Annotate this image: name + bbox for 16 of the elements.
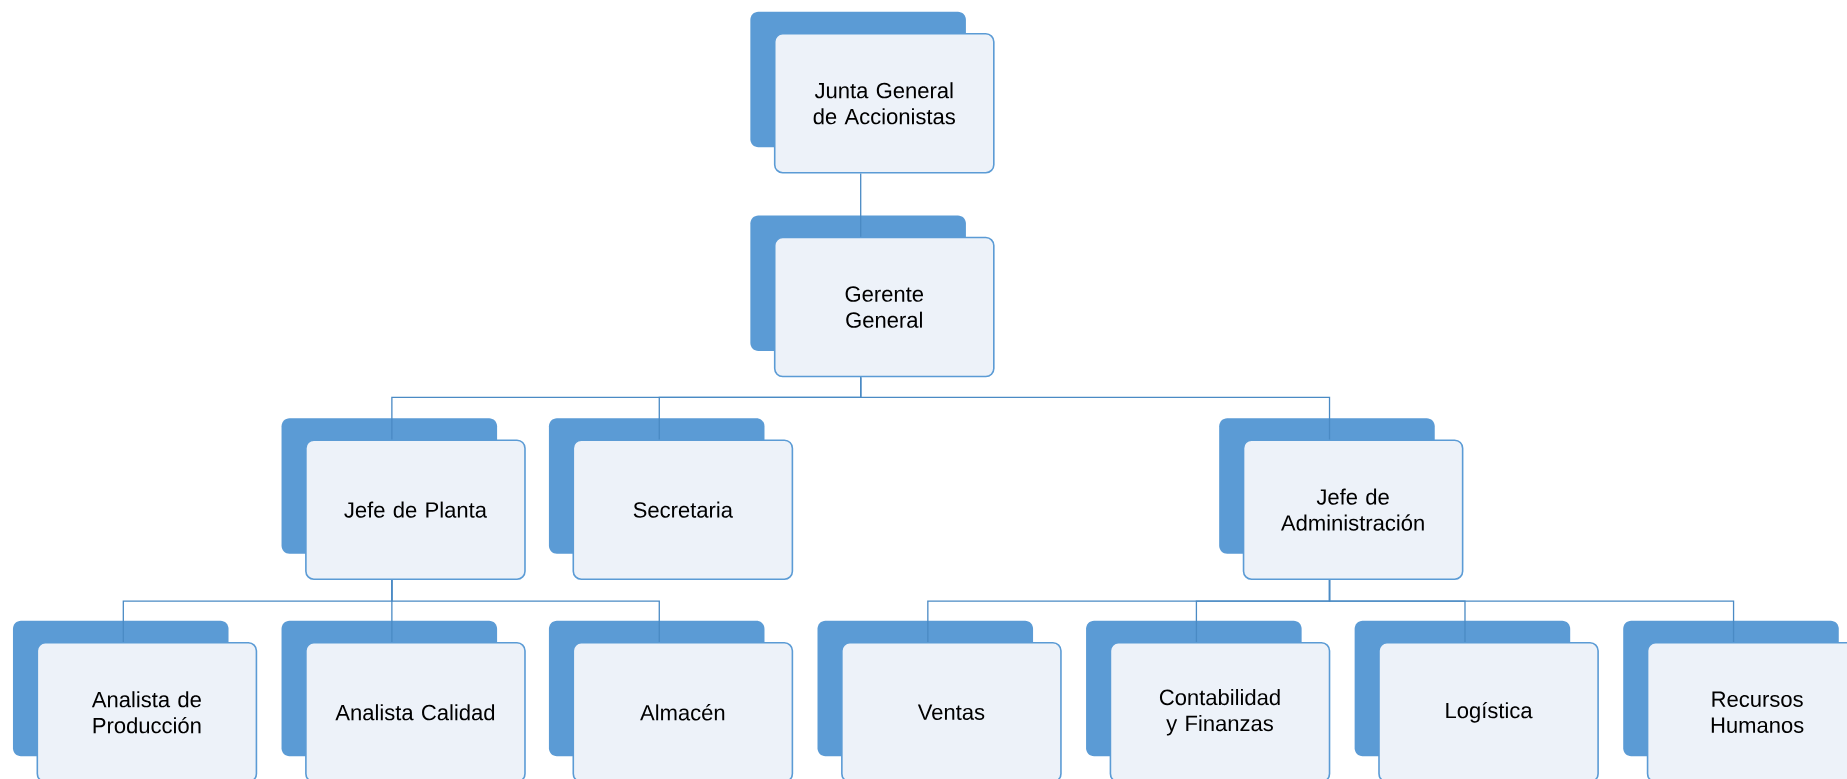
connector-line [860, 376, 1331, 441]
connector-line [391, 579, 660, 643]
org-box: Junta General de Accionistas [750, 11, 995, 174]
connector-line [860, 172, 862, 238]
org-box: Analista de Producción [12, 620, 258, 779]
org-box: Ventas [817, 620, 1062, 779]
org-box: Analista Calidad [281, 620, 526, 779]
org-box: Secretaria [548, 418, 794, 580]
org-box: Recursos Humanos [1623, 620, 1847, 779]
org-box: Contabilidad y Finanzas [1086, 620, 1331, 779]
org-box: Jefe de Planta [281, 418, 526, 580]
org-box: Almacén [548, 620, 794, 779]
org-box: Jefe de Administración [1219, 418, 1464, 580]
org-box: Logística [1354, 620, 1599, 779]
connector-line [1328, 579, 1735, 643]
org-box: Gerente General [750, 215, 995, 378]
